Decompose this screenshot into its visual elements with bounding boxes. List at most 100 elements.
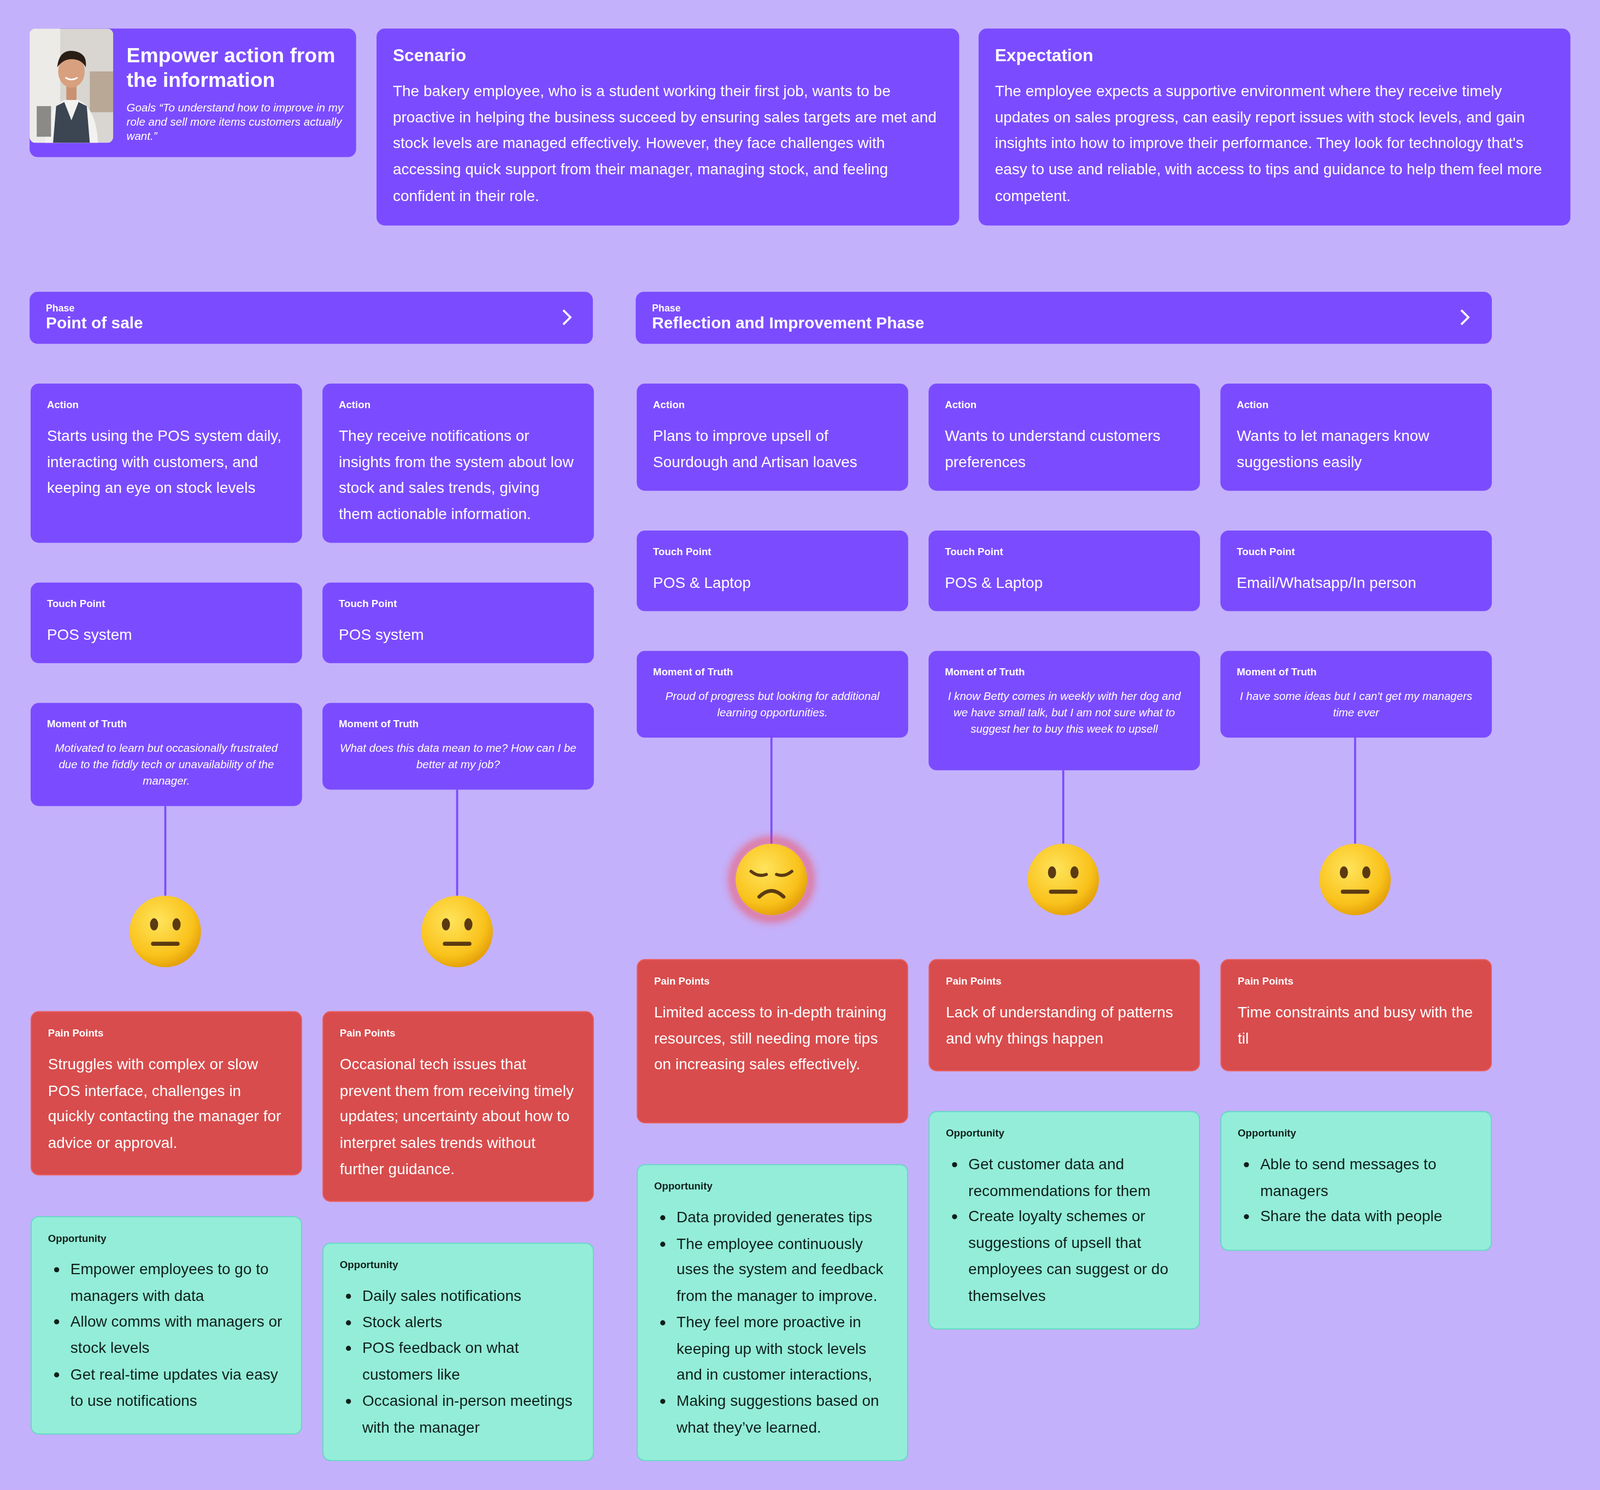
phase-band: PhaseReflection and Improvement Phase xyxy=(635,291,1492,344)
opportunity-bullet: Allow comms with managers or stock level… xyxy=(70,1308,285,1362)
opportunity-card: OpportunityDaily sales notificationsStoc… xyxy=(322,1242,594,1462)
card-label: Moment of Truth xyxy=(653,665,892,680)
card-label: Moment of Truth xyxy=(338,717,578,732)
touchpoint-text: POS system xyxy=(338,621,578,648)
card-label: Action xyxy=(46,397,286,413)
card-label: Action xyxy=(944,397,1184,413)
sad-emoji xyxy=(732,840,811,919)
card-label: Pain Points xyxy=(48,1026,285,1041)
context-card: ScenarioThe bakery employee, who is a st… xyxy=(376,28,960,225)
touchpoint-card: Touch PointPOS system xyxy=(322,582,594,664)
persona-goal: Goals “To understand how to improve in m… xyxy=(126,100,345,143)
opportunity-card: OpportunityGet customer data and recomme… xyxy=(928,1111,1200,1331)
moment-card: Moment of TruthProud of progress but loo… xyxy=(636,650,909,738)
moment-text: I have some ideas but I can't get my man… xyxy=(1236,687,1476,721)
pain-text: Time constraints and busy with the til xyxy=(1237,998,1475,1052)
persona-card: Empower action from the informationGoals… xyxy=(29,28,357,157)
phase-band: PhasePoint of sale xyxy=(29,291,593,344)
moment-text: What does this data mean to me? How can … xyxy=(338,739,578,773)
action-text: Wants to let managers know suggestions e… xyxy=(1236,422,1476,475)
touchpoint-text: POS & Laptop xyxy=(653,569,892,596)
pain-card: Pain PointsLack of understanding of patt… xyxy=(928,959,1200,1072)
persona-title: Empower action from the information xyxy=(126,42,345,92)
card-label: Touch Point xyxy=(944,544,1184,560)
leader-line xyxy=(1354,737,1357,844)
card-label: Pain Points xyxy=(654,974,891,989)
action-card: ActionPlans to improve upsell of Sourdou… xyxy=(636,383,909,491)
card-label: Touch Point xyxy=(653,544,892,560)
opportunity-bullet: Share the data with people xyxy=(1260,1203,1475,1230)
opportunity-bullet: Making suggestions based on what they’ve… xyxy=(676,1387,891,1440)
pain-text: Lack of understanding of patterns and wh… xyxy=(945,998,1183,1052)
card-heading: Scenario xyxy=(392,44,943,68)
card-label: Opportunity xyxy=(48,1231,285,1246)
opportunity-bullet: The employee continuously uses the syste… xyxy=(676,1230,891,1309)
card-label: Moment of Truth xyxy=(1236,665,1476,680)
phase-label: Phase xyxy=(651,302,1476,314)
card-label: Opportunity xyxy=(339,1257,577,1273)
moment-text: Motivated to learn but occasionally frus… xyxy=(46,739,286,790)
opportunity-bullet: Daily sales notifications xyxy=(362,1282,577,1309)
opportunity-card: OpportunityAble to send messages to mana… xyxy=(1220,1111,1492,1252)
pain-text: Limited access to in-depth training reso… xyxy=(654,998,891,1078)
action-card: ActionStarts using the POS system daily,… xyxy=(30,383,303,543)
touchpoint-text: POS system xyxy=(46,621,286,648)
context-card: ExpectationThe employee expects a suppor… xyxy=(978,28,1571,225)
card-label: Touch Point xyxy=(1236,544,1476,560)
opportunity-bullet: Get customer data and recommendations fo… xyxy=(968,1150,1183,1204)
touchpoint-card: Touch PointPOS system xyxy=(30,582,303,664)
pain-text: Struggles with complex or slow POS inter… xyxy=(48,1050,285,1156)
touchpoint-card: Touch PointEmail/Whatsapp/In person xyxy=(1220,530,1492,612)
card-label: Action xyxy=(653,397,892,413)
moment-card: Moment of Truth I have some ideas but I c… xyxy=(1220,650,1492,738)
pain-text: Occasional tech issues that prevent them… xyxy=(339,1050,577,1182)
pain-card: Pain PointsStruggles with complex or slo… xyxy=(30,1011,303,1176)
card-label: Opportunity xyxy=(945,1126,1183,1141)
touchpoint-card: Touch PointPOS & Laptop xyxy=(928,530,1200,612)
leader-line xyxy=(1062,770,1065,844)
neutral-emoji xyxy=(421,896,493,968)
neutral-emoji xyxy=(129,896,202,968)
action-text: They receive notifications or insights f… xyxy=(338,422,578,528)
moment-card: Moment of TruthMotivated to learn but oc… xyxy=(30,703,303,807)
card-label: Action xyxy=(338,397,578,413)
pain-card: Pain PointsLimited access to in-depth tr… xyxy=(636,959,909,1124)
opportunity-bullet: Get real-time updates via easy to use no… xyxy=(70,1361,285,1414)
phase-title: Reflection and Improvement Phase xyxy=(651,313,1476,334)
opportunity-bullet: POS feedback on what customers like xyxy=(362,1334,577,1388)
action-text: Starts using the POS system daily, inter… xyxy=(46,422,286,502)
card-label: Touch Point xyxy=(46,596,286,611)
moment-text: I know Betty comes in weekly with her do… xyxy=(944,687,1184,738)
touchpoint-card: Touch PointPOS & Laptop xyxy=(636,530,909,612)
moment-card: Moment of TruthI know Betty comes in wee… xyxy=(928,650,1200,770)
touchpoint-text: POS & Laptop xyxy=(944,569,1184,596)
phase-label: Phase xyxy=(45,302,577,314)
opportunity-card: OpportunityData provided generates tipsT… xyxy=(636,1164,909,1462)
neutral-emoji xyxy=(1027,843,1099,916)
neutral-emoji xyxy=(1319,843,1391,916)
card-body: The employee expects a supportive enviro… xyxy=(995,77,1555,209)
opportunity-bullet: Occasional in-person meetings with the m… xyxy=(362,1387,577,1440)
moment-card: Moment of TruthWhat does this data mean … xyxy=(322,703,594,791)
leader-line xyxy=(164,806,167,896)
card-label: Opportunity xyxy=(654,1179,891,1194)
action-card: ActionWants to let managers know suggest… xyxy=(1220,383,1492,491)
action-text: Wants to understand customers preference… xyxy=(944,422,1184,475)
card-label: Action xyxy=(1236,397,1476,413)
opportunity-bullet: Able to send messages to managers xyxy=(1260,1150,1475,1204)
action-card: ActionThey receive notifications or insi… xyxy=(322,383,594,543)
card-label: Moment of Truth xyxy=(46,717,286,732)
leader-line xyxy=(456,789,459,896)
opportunity-bullet: Stock alerts xyxy=(362,1308,577,1335)
card-label: Opportunity xyxy=(1237,1126,1475,1141)
card-label: Pain Points xyxy=(1237,974,1475,989)
card-label: Pain Points xyxy=(339,1026,577,1041)
pain-card: Pain PointsOccasional tech issues that p… xyxy=(322,1011,594,1203)
card-label: Pain Points xyxy=(945,974,1183,989)
opportunity-bullet: Empower employees to go to managers with… xyxy=(70,1256,285,1309)
moment-text: Proud of progress but looking for additi… xyxy=(653,687,892,721)
opportunity-bullet: They feel more proactive in keeping up w… xyxy=(676,1308,891,1388)
action-text: Plans to improve upsell of Sourdough and… xyxy=(653,422,892,475)
pain-card: Pain PointsTime constraints and busy wit… xyxy=(1220,959,1492,1072)
